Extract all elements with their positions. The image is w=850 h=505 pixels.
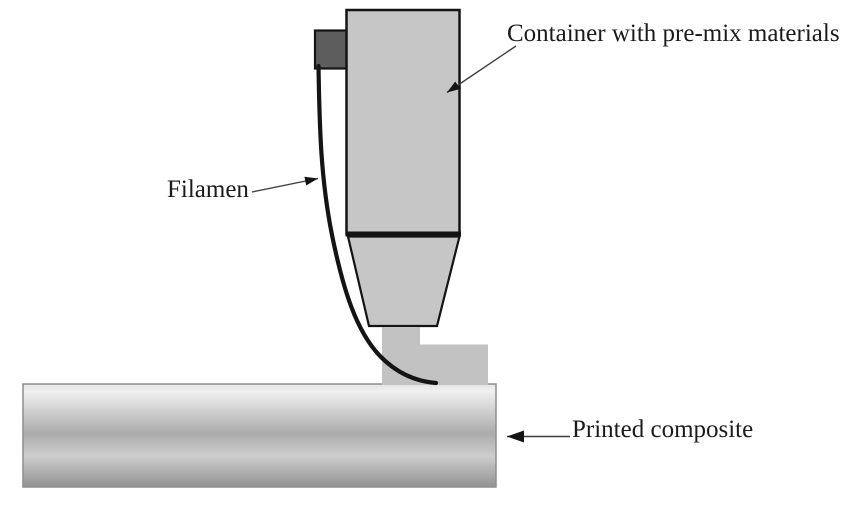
- container-leader-arrow: [446, 45, 517, 94]
- container-bottom-seam: [345, 231, 461, 237]
- funnel: [346, 235, 461, 328]
- filament-leader-arrow: [251, 176, 319, 193]
- nozzle-block: [382, 327, 488, 385]
- filament-label: Filamen: [167, 176, 249, 203]
- filament-curve: [316, 63, 439, 386]
- container-body: [345, 8, 461, 236]
- printed-composite-label: Printed composite: [572, 416, 754, 443]
- feeder-block: [313, 29, 350, 70]
- printed-composite-bar: [22, 383, 497, 488]
- container-label: Container with pre-mix materials: [507, 20, 840, 47]
